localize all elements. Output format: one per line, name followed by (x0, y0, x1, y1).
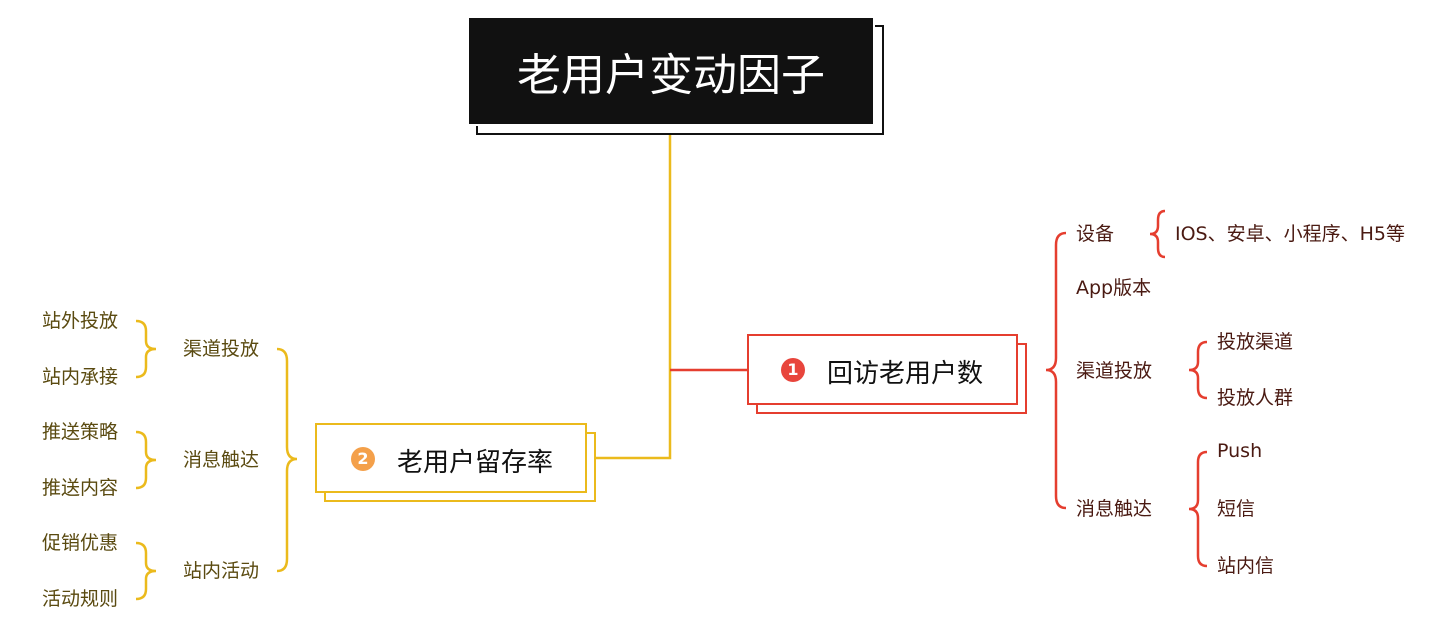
device-brace (1149, 209, 1166, 259)
branch1-brace (1045, 231, 1067, 510)
number-badge-1: 1 (781, 358, 805, 382)
branch2-node[interactable]: 2 老用户留存率 (315, 423, 587, 493)
topic-sms[interactable]: 短信 (1217, 498, 1256, 520)
topic-channel-audience[interactable]: 投放人群 (1217, 387, 1294, 409)
topic-message[interactable]: 消息触达 (1076, 498, 1153, 520)
topic-onsite[interactable]: 站内承接 (42, 366, 119, 388)
message-left-brace (135, 430, 157, 490)
topic-offsite[interactable]: 站外投放 (42, 310, 119, 332)
topic-inbox[interactable]: 站内信 (1217, 555, 1275, 577)
root-trunk-line (595, 134, 672, 460)
branch2-brace (276, 347, 298, 573)
root-node[interactable]: 老用户变动因子 (467, 16, 875, 126)
branch2-title: 老用户留存率 (397, 448, 554, 478)
branch1-node[interactable]: 1 回访老用户数 (747, 334, 1018, 405)
root-title: 老用户变动因子 (517, 50, 825, 101)
activity-left-brace (135, 541, 157, 601)
topic-channel-source[interactable]: 投放渠道 (1217, 331, 1294, 353)
topic-activity[interactable]: 站内活动 (183, 560, 260, 582)
topic-left-channel[interactable]: 渠道投放 (183, 338, 260, 360)
topic-device-types[interactable]: IOS、安卓、小程序、H5等 (1175, 223, 1405, 245)
topic-left-message[interactable]: 消息触达 (183, 449, 260, 471)
topic-device[interactable]: 设备 (1076, 223, 1115, 245)
channel-brace (1188, 340, 1208, 400)
topic-push[interactable]: Push (1217, 440, 1263, 462)
branch1-title: 回访老用户数 (827, 359, 984, 389)
message-brace (1188, 450, 1208, 568)
topic-push-content[interactable]: 推送内容 (42, 477, 119, 499)
topic-push-strategy[interactable]: 推送策略 (42, 421, 119, 443)
number-badge-2: 2 (351, 447, 375, 471)
topic-promotion[interactable]: 促销优惠 (42, 532, 119, 554)
topic-rules[interactable]: 活动规则 (42, 588, 119, 610)
topic-channel[interactable]: 渠道投放 (1076, 360, 1153, 382)
topic-app-version[interactable]: App版本 (1076, 277, 1152, 299)
channel-left-brace (135, 319, 157, 379)
